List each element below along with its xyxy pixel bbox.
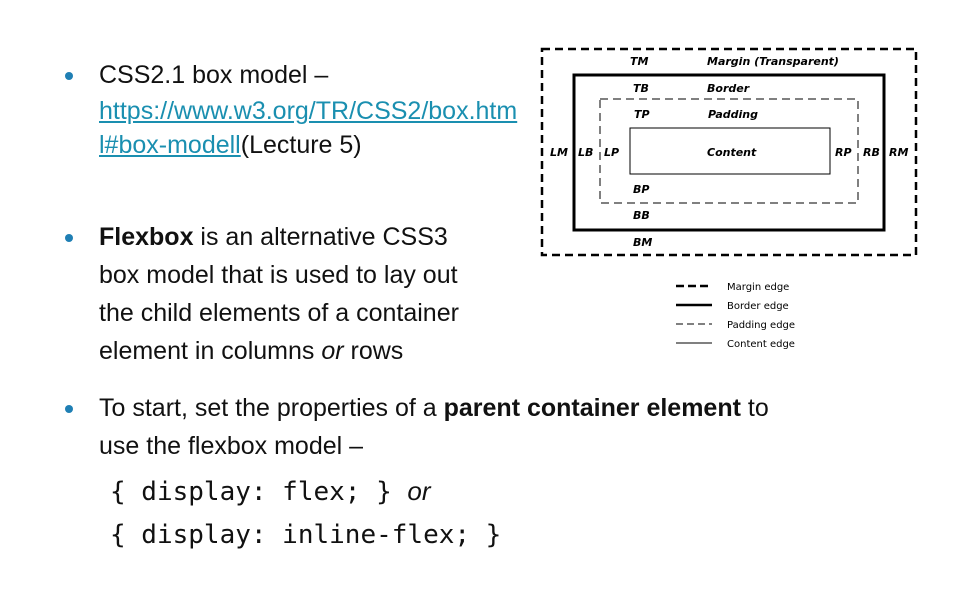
bullet-dot-1 [65, 72, 73, 80]
label-tb: TB [633, 82, 649, 95]
bullet-3-line-1: To start, set the properties of a parent… [99, 394, 769, 422]
label-rm: RM [889, 146, 908, 159]
legend-padding-text: Padding edge [727, 320, 795, 331]
label-lb: LB [578, 146, 593, 159]
bullet-2-line-2: box model that is used to lay out [99, 261, 458, 289]
bullet-1-line-1: CSS2.1 box model – [99, 61, 329, 89]
legend-content-text: Content edge [727, 339, 795, 350]
label-padding: Padding [708, 108, 758, 121]
bullet-dot-2 [65, 234, 73, 242]
margin-edge-rect [540, 47, 918, 257]
label-bb: BB [633, 209, 650, 222]
label-content: Content [707, 146, 757, 159]
legend-border-text: Border edge [727, 301, 789, 312]
label-bm: BM [633, 236, 652, 249]
box-model-link-cont[interactable]: l#box-modell [99, 131, 241, 159]
bullet-1-line-2: https://www.w3.org/TR/CSS2/box.htm [99, 93, 517, 130]
label-lp: LP [604, 146, 619, 159]
content-edge-rect [629, 127, 831, 175]
label-rb: RB [863, 146, 880, 159]
legend-margin-text: Margin edge [727, 282, 789, 293]
code-line-2: { display: inline-flex; } [110, 520, 502, 550]
lecture-ref: (Lecture 5) [240, 131, 362, 159]
bullet-2-line-4: element in columns or rows [99, 337, 404, 365]
flexbox-term: Flexbox [99, 223, 194, 251]
label-margin-title: Margin (Transparent) [707, 55, 839, 68]
label-tp: TP [634, 108, 650, 121]
bullet-dot-3 [65, 405, 73, 413]
box-model-link[interactable]: https://www.w3.org/TR/CSS2/box.htm [99, 97, 518, 125]
label-bp: BP [633, 183, 649, 196]
bullet-1-line-3: l#box-modell(Lecture 5) [99, 127, 362, 164]
code-line-1: { display: flex; } or [110, 476, 431, 507]
bullet-2-line-3: the child elements of a container [99, 299, 459, 327]
label-rp: RP [835, 146, 852, 159]
border-edge-rect [572, 73, 886, 232]
bullet-3-line-2: use the flexbox model – [99, 432, 364, 460]
parent-container-term: parent container element [443, 394, 741, 422]
bullet-2-line-1: Flexbox is an alternative CSS3 [99, 223, 448, 251]
label-lm: LM [550, 146, 568, 159]
label-tm: TM [630, 55, 649, 68]
label-border: Border [707, 82, 750, 95]
